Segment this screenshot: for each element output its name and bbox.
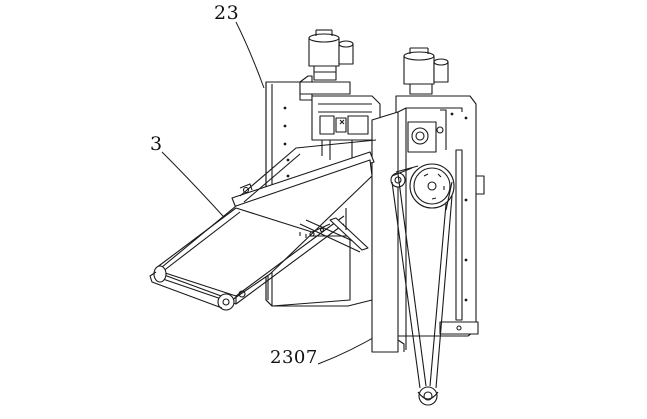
callout-3: 3 (150, 133, 163, 155)
callout-2307: 2307 (270, 347, 318, 368)
motor-right (403, 47, 449, 95)
belt-drive (390, 163, 455, 406)
motor-left (299, 29, 354, 95)
conveyor (149, 139, 377, 311)
leader-3 (161, 151, 233, 227)
callout-23: 23 (214, 2, 240, 24)
right-frame (371, 95, 485, 353)
leader-23 (235, 21, 265, 89)
